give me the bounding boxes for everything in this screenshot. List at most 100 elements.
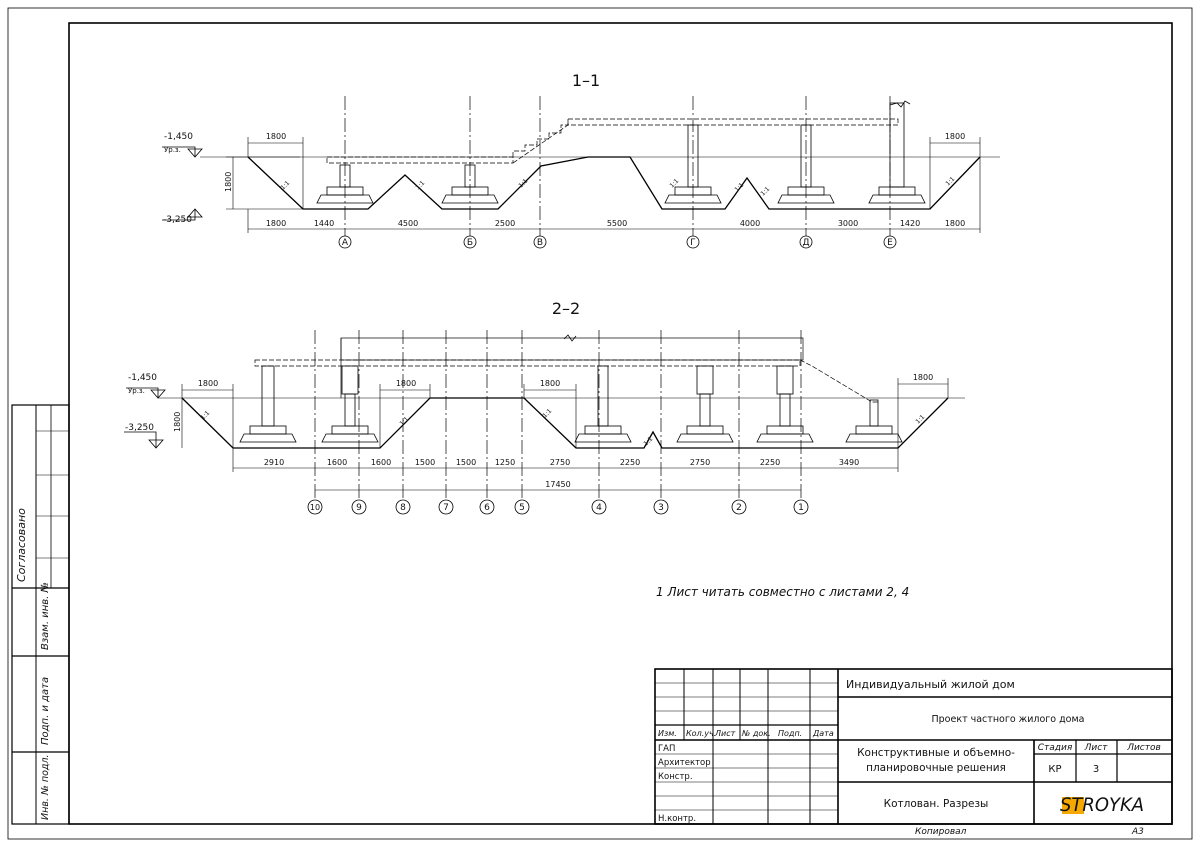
stamp-header-doc: № док. xyxy=(741,729,771,738)
axis-2-3: 7 xyxy=(443,503,449,513)
bottom-dim-2-7: 2250 xyxy=(620,458,640,467)
axis-2-8: 2 xyxy=(736,503,742,513)
level-top-1: -1,450 xyxy=(164,132,193,142)
axis-2-6: 4 xyxy=(596,503,602,513)
footings-2 xyxy=(239,365,903,443)
axis-2-5: 5 xyxy=(519,503,525,513)
top-dim-2b: 1800 xyxy=(396,379,416,388)
axis-2-0: 10 xyxy=(310,503,320,512)
axis-2-9: 1 xyxy=(798,503,804,513)
stamp-header-change: Изм. xyxy=(658,729,677,738)
axis-1-2: В xyxy=(537,238,543,248)
bottom-dim-1-1: 1440 xyxy=(314,219,334,228)
depth-dim-2: 1800 xyxy=(173,412,182,432)
slope-mark: 1:1 xyxy=(199,410,211,422)
slope-mark: 1:1 xyxy=(914,414,926,426)
section-2-2: 2–2 xyxy=(124,299,965,515)
slope-mark: 1:1 xyxy=(642,436,654,448)
section-2-title: 2–2 xyxy=(552,299,580,318)
replaced-inventory-label: Взам. инв. № xyxy=(40,582,51,650)
axis-1-3: Г xyxy=(690,238,696,248)
top-dim-2a: 1800 xyxy=(198,379,218,388)
title-block xyxy=(654,668,1173,825)
object-name: Индивидуальный жилой дом xyxy=(846,678,1015,691)
top-dim-1a: 1800 xyxy=(266,132,286,141)
bottom-dim-2-10: 3490 xyxy=(839,458,859,467)
role-norm-control: Н.контр. xyxy=(658,814,696,824)
format-label: А3 xyxy=(1131,827,1144,837)
slope-mark: 1:1 xyxy=(398,416,410,428)
pit-profile-2 xyxy=(181,397,949,449)
section-name-line1: Конструктивные и объемно- xyxy=(857,747,1015,759)
general-note: 1 Лист читать совместно с листами 2, 4 xyxy=(656,585,909,599)
logo-text: STROYKA xyxy=(1060,794,1144,816)
bottom-dim-1-6: 3000 xyxy=(838,219,858,228)
footings-1 xyxy=(316,102,926,204)
level-bottom-2: -3,250 xyxy=(125,423,154,433)
axis-1-5: Е xyxy=(887,238,893,248)
section-name-line2: планировочные решения xyxy=(866,762,1006,774)
stamp-header-date: Дата xyxy=(812,729,834,738)
axis-1-4: Д xyxy=(802,238,809,248)
slope-mark: 1:1 xyxy=(668,178,680,190)
role-designer: Констр. xyxy=(658,772,693,782)
bottom-dim-1-5: 4000 xyxy=(740,219,760,228)
bottom-dim-2-1: 1600 xyxy=(327,458,347,467)
pit-profile-1 xyxy=(247,156,981,210)
sign-date-label: Подп. и дата xyxy=(40,677,51,745)
sheet-label: Лист xyxy=(1084,743,1109,753)
section-1-title: 1–1 xyxy=(572,71,600,90)
bottom-dim-2-4: 1500 xyxy=(456,458,476,467)
axis-2-1: 9 xyxy=(356,503,362,513)
top-dim-1b: 1800 xyxy=(945,132,965,141)
slope-mark: 1:1 xyxy=(279,180,291,192)
sheet-border xyxy=(7,7,1193,840)
bottom-dim-1-8: 1800 xyxy=(945,219,965,228)
slope-mark: 1:1 xyxy=(414,180,426,192)
axis-2-7: 3 xyxy=(658,503,664,513)
bottom-dim-1-3: 2500 xyxy=(495,219,515,228)
stamp-header-sheet: Лист xyxy=(714,729,736,738)
axis-1-1: Б xyxy=(467,238,473,248)
bottom-dim-1-2: 4500 xyxy=(398,219,418,228)
slope-mark: 1:1 xyxy=(759,186,771,198)
slope-mark: 1:1 xyxy=(944,176,956,188)
role-architect: Архитектор xyxy=(658,758,711,768)
ground-level-2: Ур.з. xyxy=(128,387,145,395)
bottom-dim-2-0: 2910 xyxy=(264,458,284,467)
level-top-2: -1,450 xyxy=(128,373,157,383)
axis-1-0: А xyxy=(342,238,349,248)
role-chief-architect: ГАП xyxy=(658,744,675,754)
total-dim-2: 17450 xyxy=(545,480,570,489)
ground-level-1: Ур.з. xyxy=(164,146,181,154)
section-1-1: 1–1 xyxy=(162,71,1000,249)
top-dim-2c: 1800 xyxy=(540,379,560,388)
top-dim-2d: 1800 xyxy=(913,373,933,382)
bottom-dim-2-8: 2750 xyxy=(690,458,710,467)
depth-dim-1: 1800 xyxy=(224,172,233,192)
stage-value: КР xyxy=(1048,764,1061,775)
agreed-label: Согласовано xyxy=(15,508,28,582)
bottom-dim-1-0: 1800 xyxy=(266,219,286,228)
sheets-label: Листов xyxy=(1126,743,1161,753)
sheet-title: Котлован. Разрезы xyxy=(884,798,989,810)
slab-1 xyxy=(326,118,899,164)
slope-mark: 1:1 xyxy=(517,178,529,190)
level-bottom-1: -3,250 xyxy=(163,215,192,225)
bottom-dim-2-5: 1250 xyxy=(495,458,515,467)
bottom-dim-1-7: 1420 xyxy=(900,219,920,228)
original-inventory-label: Инв. № подл. xyxy=(40,754,51,820)
copied-label: Копировал xyxy=(915,827,967,837)
bottom-dim-2-3: 1500 xyxy=(415,458,435,467)
side-stamp xyxy=(11,404,70,825)
stamp-header-sign: Подп. xyxy=(778,729,802,738)
bottom-dim-2-2: 1600 xyxy=(371,458,391,467)
drawing-frame xyxy=(68,22,1173,825)
stamp-header-count: Кол.уч. xyxy=(686,729,716,738)
slope-mark: 1:1 xyxy=(733,182,745,194)
sheet-value: 3 xyxy=(1093,764,1099,775)
slab-2 xyxy=(254,359,878,403)
axis-2-2: 8 xyxy=(400,503,406,513)
slope-mark: 1:1 xyxy=(541,408,553,420)
bottom-dim-2-9: 2250 xyxy=(760,458,780,467)
